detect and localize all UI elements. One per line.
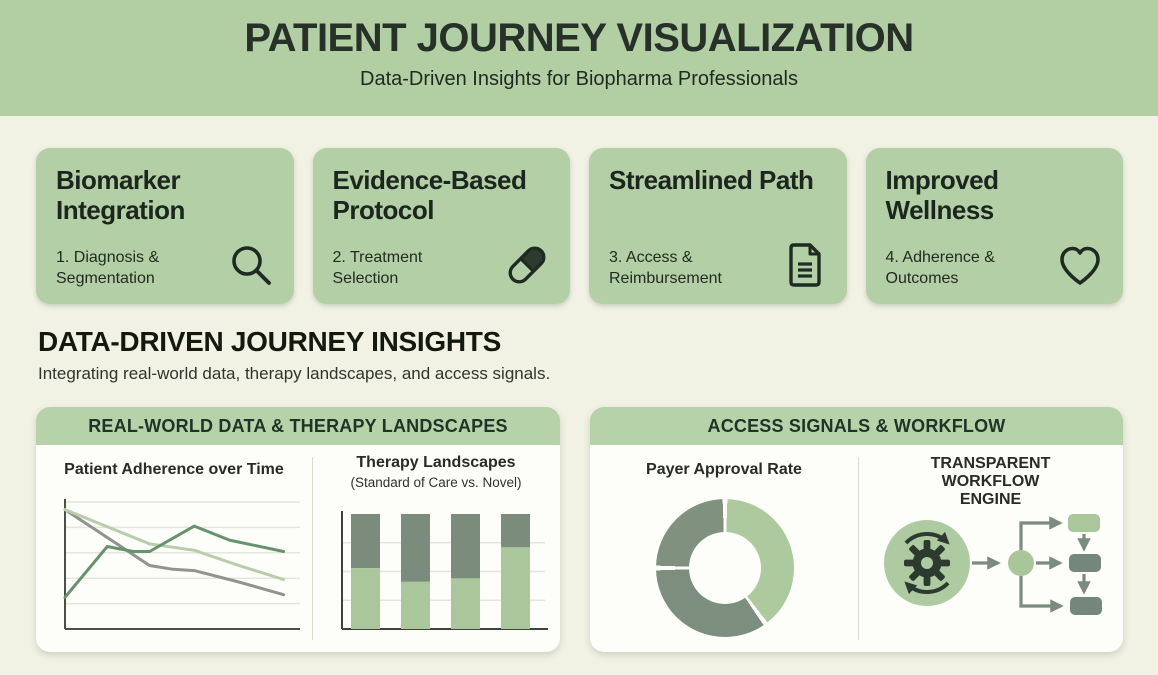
section-subtitle: Integrating real-world data, therapy lan… [38,364,551,383]
workflow-box [1068,514,1100,532]
therapy-bar-chart [341,511,548,630]
header-banner: PATIENT JOURNEY VISUALIZATION Data-Drive… [0,0,1158,116]
bar-novel-segment [451,578,480,629]
panel-header-band: REAL-WORLD DATA & THERAPY LANDSCAPES [36,407,560,445]
branch-node [1008,550,1034,576]
heart-icon [1055,240,1105,290]
line-chart-title: Patient Adherence over Time [64,461,284,478]
flow-arrow-down [1019,576,1064,613]
workflow-box [1069,554,1101,572]
payer-approval-donut-chart [656,499,794,637]
gear-icon [904,531,950,595]
bar-standard-segment [501,514,530,548]
card-evidence-based-protocol: Evidence-Based Protocol 2. Treatment Sel… [312,148,570,304]
line-series [63,508,286,581]
card-improved-wellness: Improved Wellness 4. Adherence & Outcome… [865,148,1123,304]
card-subtitle: 1. Diagnosis & Segmentation [56,249,160,288]
line-series [63,508,286,597]
panel-header-label: REAL-WORLD DATA & THERAPY LANDSCAPES [88,415,508,436]
magnifier-icon [226,240,276,290]
panel-body: Patient Adherence over Time Therapy Land… [36,445,560,652]
workflow-diagram [884,514,1102,615]
pill-icon [502,240,552,290]
document-icon [779,240,829,290]
page-subtitle: Data-Driven Insights for Biopharma Profe… [360,68,798,90]
bar-standard-segment [451,514,480,579]
vertical-divider [312,457,313,640]
bar-novel-segment [501,547,530,629]
bar-standard-segment [401,514,430,582]
bar-chart-subtitle: (Standard of Care vs. Novel) [350,475,522,490]
panel-header-label: ACCESS SIGNALS & WORKFLOW [707,415,1006,436]
card-title: Biomarker Integration [56,165,185,225]
cycle-arrow-top [904,531,950,545]
panel-body: Payer Approval Rate TRANSPARENT WORKFLOW… [590,445,1123,652]
flow-arrow-up [1019,516,1063,550]
card-title: Improved Wellness [885,165,1000,225]
line-series [63,524,286,599]
vertical-divider [858,457,859,640]
workflow-box [1070,597,1102,615]
insights-section-header: DATA-DRIVEN JOURNEY INSIGHTS Integrating… [38,326,550,384]
card-title: Streamlined Path [609,165,814,195]
workflow-title: TRANSPARENT WORKFLOW ENGINE [930,455,1051,508]
section-title: DATA-DRIVEN JOURNEY INSIGHTS [38,326,501,357]
card-streamlined-path: Streamlined Path 3. Access & Reimburseme… [589,148,847,304]
card-title: Evidence-Based Protocol [332,165,527,225]
adherence-line-chart [63,499,300,630]
card-biomarker-integration: Biomarker Integration 1. Diagnosis & Seg… [36,148,294,304]
card-subtitle: 3. Access & Reimbursement [609,249,722,288]
bar-novel-segment [401,581,430,629]
donut-chart-title: Payer Approval Rate [646,461,802,478]
cycle-arrow-bottom [904,581,950,595]
card-subtitle: 4. Adherence & Outcomes [885,249,995,288]
bar-chart-title: Therapy Landscapes [356,454,516,471]
journey-stage-cards: Biomarker Integration 1. Diagnosis & Seg… [36,148,1123,304]
panel-access-signals: ACCESS SIGNALS & WORKFLOW Payer Approval… [590,407,1123,652]
panel-header-band: ACCESS SIGNALS & WORKFLOW [590,407,1123,445]
panel-real-world-data: REAL-WORLD DATA & THERAPY LANDSCAPES Pat… [36,407,560,652]
bar-standard-segment [351,514,380,569]
page-title: PATIENT JOURNEY VISUALIZATION [244,16,914,60]
bar-novel-segment [351,568,380,629]
card-subtitle: 2. Treatment Selection [332,249,423,288]
